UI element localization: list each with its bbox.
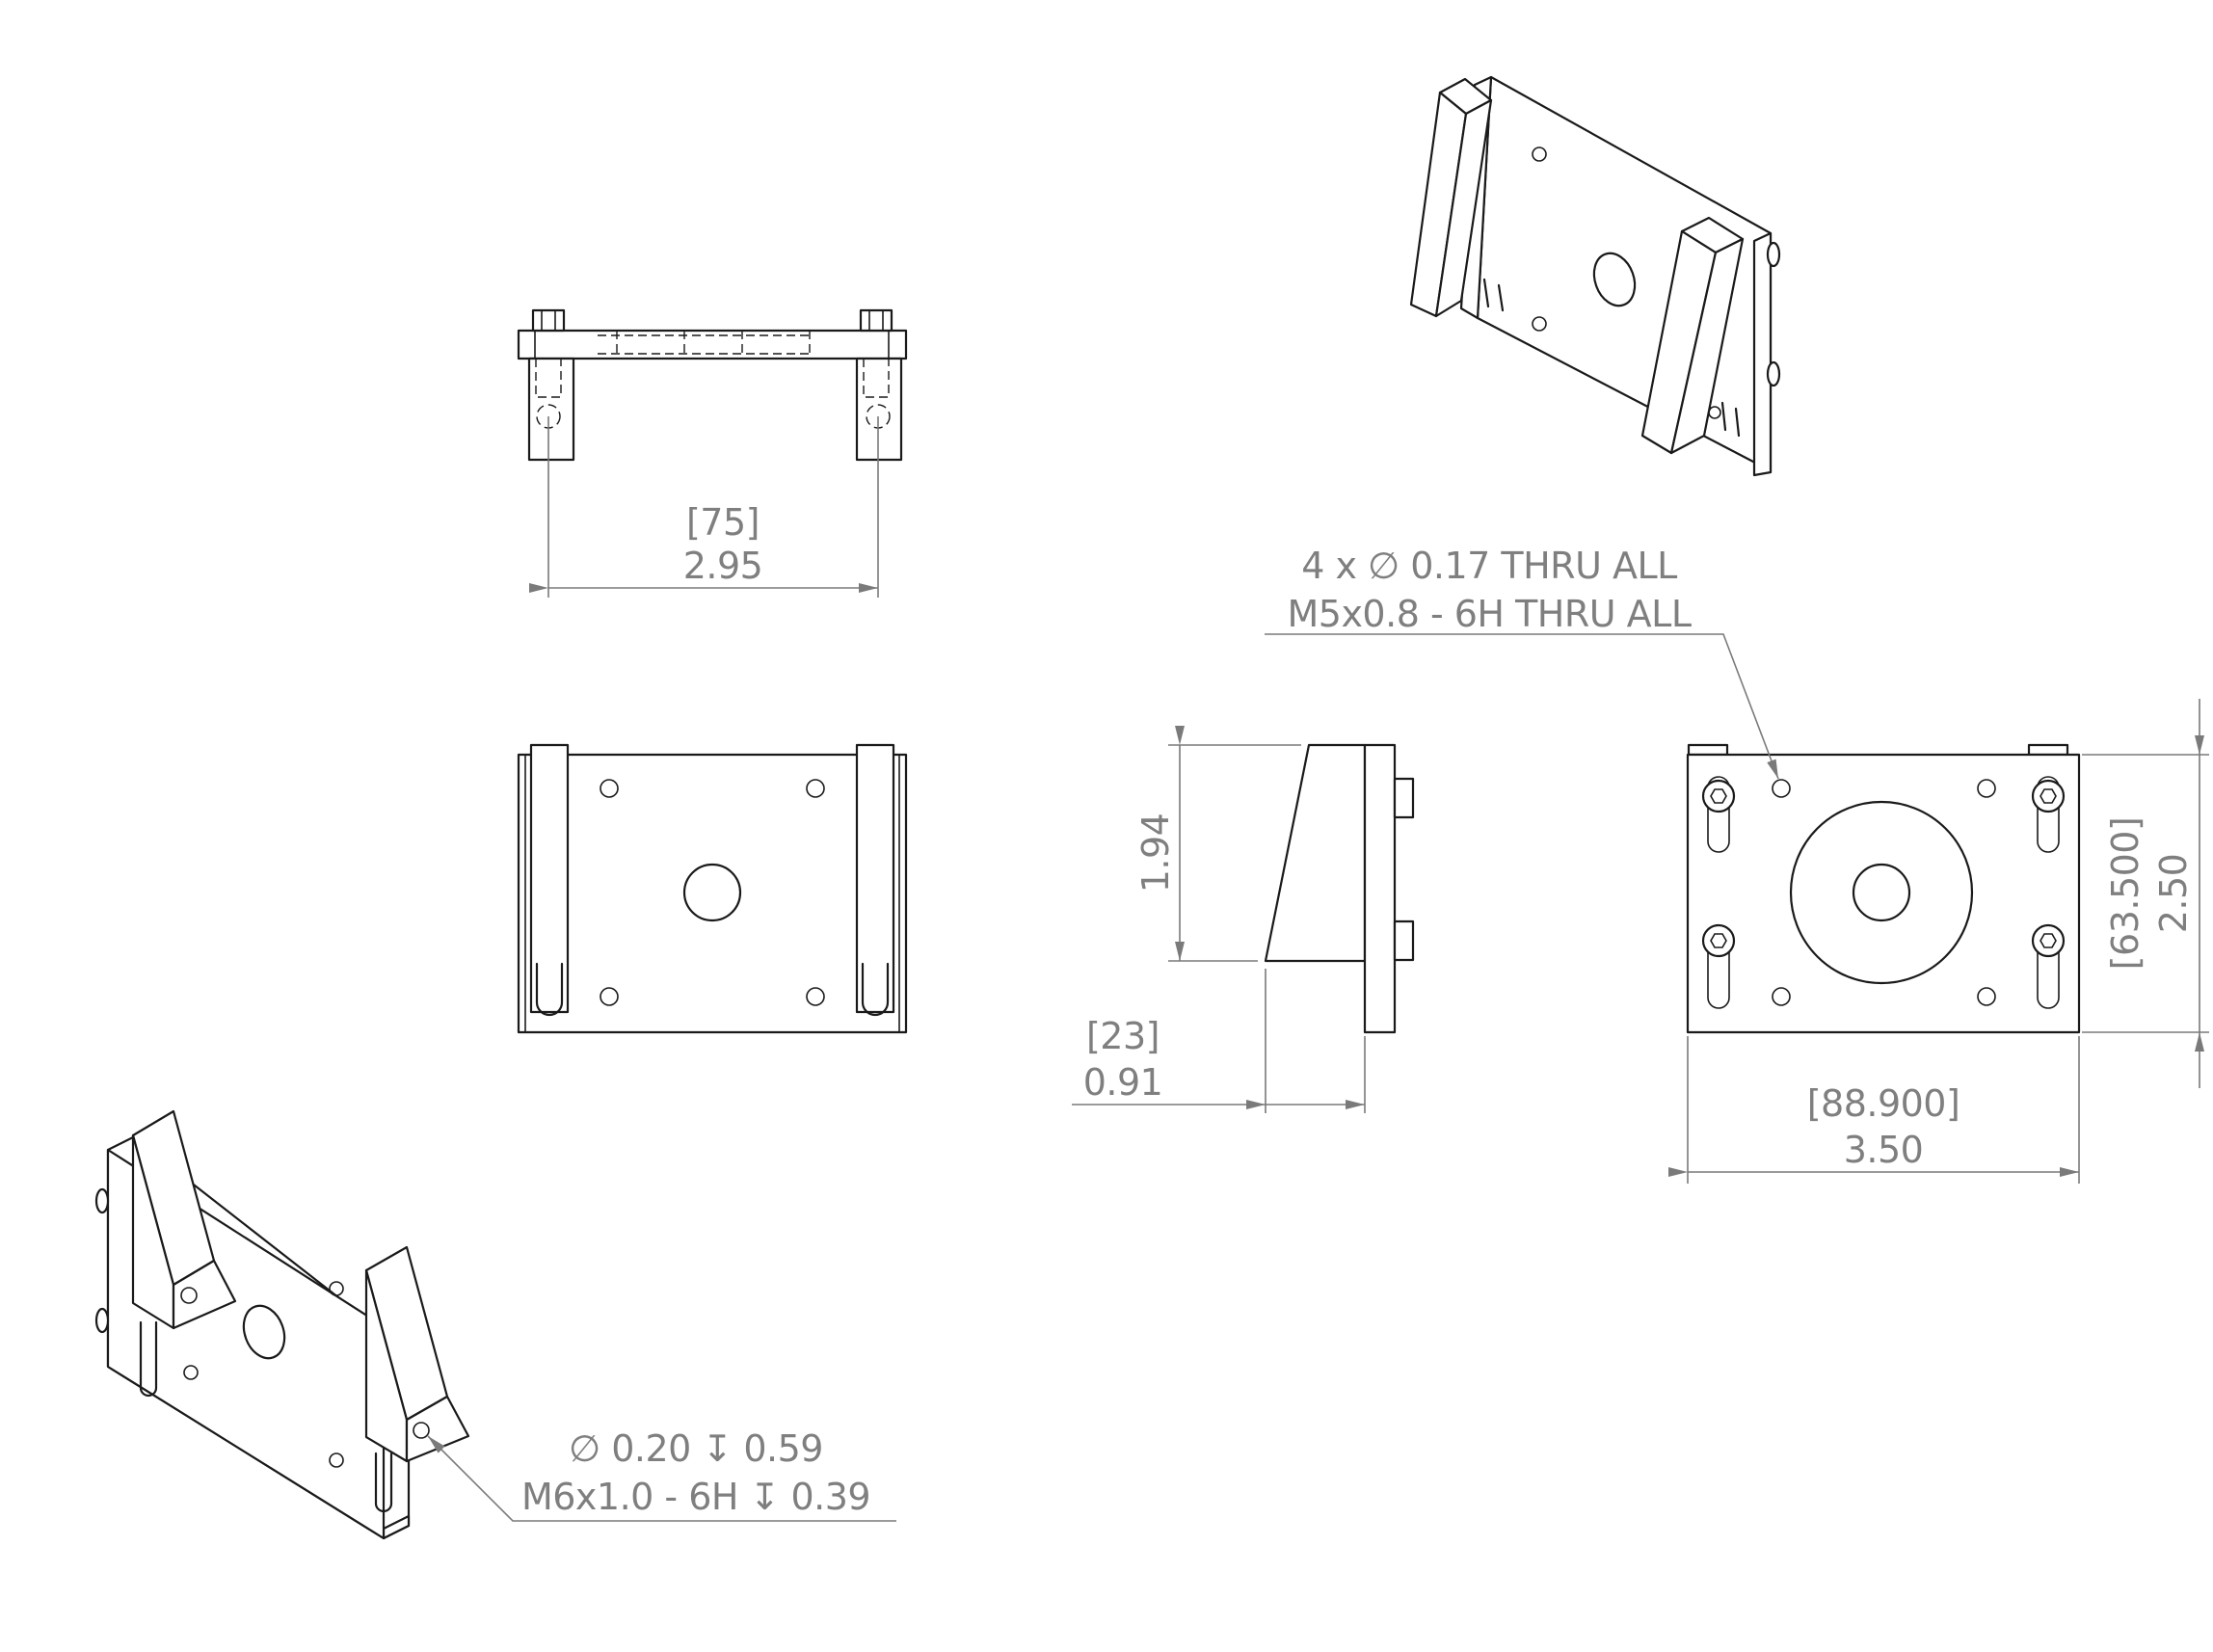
callout-thru-holes: 4 x ∅ 0.17 THRU ALL M5x0.8 - 6H THRU ALL	[1265, 545, 1779, 780]
dimension-side-height: 1.94	[1134, 726, 1301, 962]
dim-side-depth-imperial: 0.91	[1083, 1061, 1163, 1104]
dim-back-height-metric: [63.500]	[2104, 817, 2146, 971]
dimension-back-height: [63.500] 2.50	[2082, 699, 2209, 1088]
dim-side-height-imperial: 1.94	[1134, 813, 1177, 893]
dim-back-width-imperial: 3.50	[1844, 1129, 1924, 1171]
callout-thru-holes-line1: 4 x ∅ 0.17 THRU ALL	[1301, 545, 1677, 587]
callout-blind-hole-line1: ∅ 0.20 ↧ 0.59	[569, 1427, 823, 1470]
dim-back-height-imperial: 2.50	[2152, 854, 2195, 934]
dimension-side-depth: [23] 0.91	[1072, 969, 1366, 1113]
iso-view-bottom	[94, 1109, 470, 1540]
back-view	[1686, 743, 2081, 1034]
callout-thru-holes-line2: M5x0.8 - 6H THRU ALL	[1287, 593, 1691, 635]
front-view	[517, 743, 908, 1034]
callout-blind-hole-line2: M6x1.0 - 6H ↧ 0.39	[521, 1476, 870, 1518]
dim-back-width-metric: [88.900]	[1807, 1082, 1960, 1125]
callout-blind-hole: ∅ 0.20 ↧ 0.59 M6x1.0 - 6H ↧ 0.39	[427, 1427, 896, 1522]
dim-side-depth-metric: [23]	[1086, 1015, 1160, 1057]
dim-top-width-metric: [75]	[686, 501, 760, 544]
side-view	[1264, 743, 1415, 1034]
iso-view-top	[1409, 75, 1781, 477]
dimension-back-width: [88.900] 3.50	[1668, 1036, 2080, 1184]
top-view	[517, 308, 908, 462]
dimension-top-width: [75] 2.95	[529, 416, 879, 598]
dim-top-width-imperial: 2.95	[683, 545, 763, 587]
